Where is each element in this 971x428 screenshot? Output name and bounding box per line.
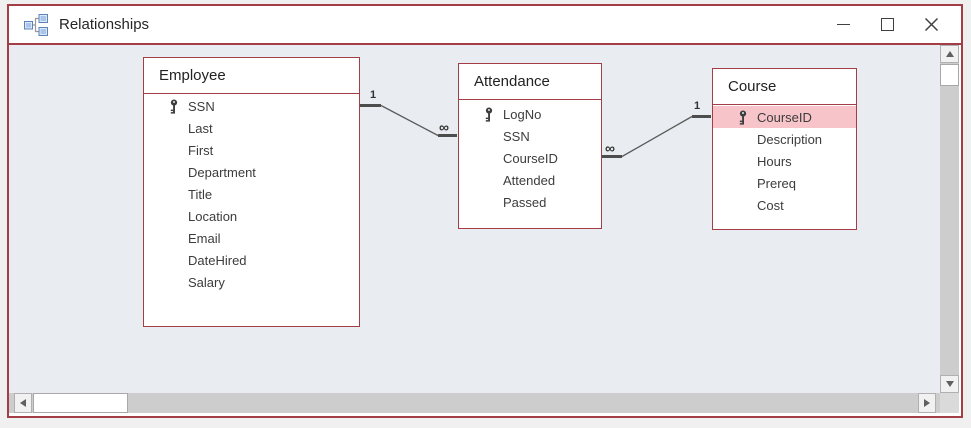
field-row-title[interactable]: Title — [144, 183, 359, 205]
scroll-left-button[interactable] — [14, 393, 32, 413]
field-row-ssn[interactable]: SSN — [144, 95, 359, 117]
table-header[interactable]: Attendance — [459, 64, 601, 100]
field-label: Title — [188, 186, 213, 202]
field-label: Hours — [757, 153, 792, 169]
field-row-description[interactable]: Description — [713, 128, 856, 150]
window-title: Relationships — [59, 16, 150, 33]
arrow-down-icon — [945, 381, 954, 387]
table-header[interactable]: Course — [713, 69, 856, 105]
field-label: CourseID — [757, 109, 812, 125]
field-row-courseid[interactable]: CourseID — [459, 147, 601, 169]
relationships-icon — [23, 13, 49, 37]
field-row-courseid-selected[interactable]: CourseID — [713, 106, 856, 128]
field-label: Last — [188, 120, 213, 136]
horizontal-scrollbar[interactable] — [9, 393, 940, 413]
field-row-cost[interactable]: Cost — [713, 194, 856, 216]
field-row-email[interactable]: Email — [144, 227, 359, 249]
table-attendance[interactable]: Attendance LogNo SSN CourseID Attended P… — [458, 63, 602, 229]
window-controls — [821, 6, 953, 43]
primary-key-icon — [168, 99, 180, 114]
maximize-icon — [880, 18, 894, 31]
field-label: DateHired — [188, 252, 247, 268]
field-row-prereq[interactable]: Prereq — [713, 172, 856, 194]
field-row-last[interactable]: Last — [144, 117, 359, 139]
table-course[interactable]: Course CourseID Description Hours Prereq… — [712, 68, 857, 230]
field-row-first[interactable]: First — [144, 139, 359, 161]
field-row-ssn[interactable]: SSN — [459, 125, 601, 147]
field-row-attended[interactable]: Attended — [459, 169, 601, 191]
vertical-scrollbar[interactable] — [940, 45, 959, 393]
horizontal-scrollbar-thumb[interactable] — [33, 393, 128, 413]
arrow-left-icon — [20, 399, 26, 407]
field-label: Salary — [188, 274, 225, 290]
cardinality-label-one: 1 — [369, 89, 377, 101]
minimize-icon — [836, 24, 850, 25]
scroll-down-button[interactable] — [940, 375, 959, 393]
field-row-department[interactable]: Department — [144, 161, 359, 183]
field-label: CourseID — [503, 150, 558, 166]
field-row-passed[interactable]: Passed — [459, 191, 601, 213]
field-list: CourseID Description Hours Prereq Cost — [713, 105, 856, 216]
minimize-button[interactable] — [821, 8, 865, 42]
cardinality-label-many: ∞ — [439, 119, 449, 135]
primary-key-icon — [737, 110, 749, 125]
scrollbar-corner — [940, 393, 959, 413]
arrow-up-icon — [945, 51, 954, 57]
maximize-button[interactable] — [865, 8, 909, 42]
primary-key-icon — [483, 107, 495, 122]
arrow-right-icon — [924, 399, 930, 407]
vertical-scrollbar-thumb[interactable] — [940, 64, 959, 86]
cardinality-label-one: 1 — [693, 100, 701, 112]
field-label: Description — [757, 131, 823, 147]
field-label: Attended — [503, 172, 556, 188]
field-label: Prereq — [757, 175, 797, 191]
field-label: Location — [188, 208, 238, 224]
field-row-logno[interactable]: LogNo — [459, 103, 601, 125]
field-label: Passed — [503, 194, 547, 210]
cardinality-label-many: ∞ — [605, 140, 615, 156]
field-row-salary[interactable]: Salary — [144, 271, 359, 293]
scroll-up-button[interactable] — [940, 45, 959, 63]
field-label: LogNo — [503, 106, 542, 122]
field-label: First — [188, 142, 214, 158]
field-label: SSN — [503, 128, 530, 144]
scroll-right-button[interactable] — [918, 393, 936, 413]
close-button[interactable] — [909, 8, 953, 42]
field-label: Email — [188, 230, 221, 246]
table-header[interactable]: Employee — [144, 58, 359, 94]
title-bar[interactable]: Relationships — [9, 6, 961, 45]
field-list: SSN Last First Department Title Location… — [144, 94, 359, 293]
field-row-location[interactable]: Location — [144, 205, 359, 227]
field-row-hours[interactable]: Hours — [713, 150, 856, 172]
field-list: LogNo SSN CourseID Attended Passed — [459, 100, 601, 213]
field-label: Department — [188, 164, 256, 180]
field-row-datehired[interactable]: DateHired — [144, 249, 359, 271]
field-label: Cost — [757, 197, 784, 213]
close-icon — [924, 17, 938, 32]
field-label: SSN — [188, 98, 215, 114]
table-employee[interactable]: Employee SSN Last First Department Title… — [143, 57, 360, 327]
